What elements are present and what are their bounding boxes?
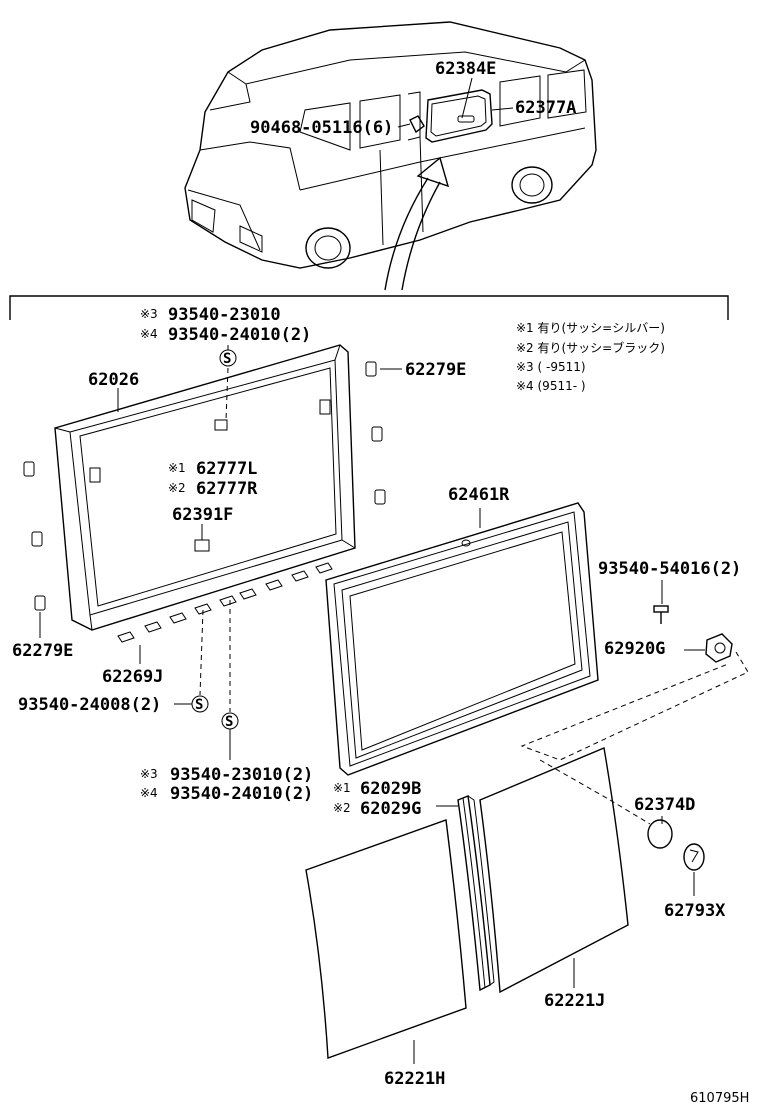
bracket-62920G — [705, 633, 733, 663]
mark-4-top: ※4 — [140, 327, 158, 341]
pads-62269J — [117, 562, 333, 643]
glass-62221J — [479, 747, 629, 994]
svg-text:S: S — [225, 714, 233, 730]
svg-text:S: S — [195, 697, 203, 713]
legend: ※1 有り(サッシ=シルバー) ※2 有り(サッシ=ブラック) ※3 ( -95… — [516, 321, 665, 393]
label-62221J: 62221J — [544, 991, 605, 1011]
catalog-number: 610795H — [690, 1091, 749, 1106]
screw-symbol-top — [219, 349, 237, 367]
mark-2-62777: ※2 — [168, 481, 186, 495]
mark-4-bottom: ※4 — [140, 786, 158, 800]
label-90468-05116: 90468-05116(6) — [250, 118, 393, 138]
window-latch — [457, 115, 475, 123]
mark-2-62029: ※2 — [333, 801, 351, 815]
glass-62221H — [305, 819, 467, 1059]
pad-62391F — [194, 539, 210, 552]
van-illustration — [184, 21, 597, 291]
legend-1: ※1 有り(サッシ=シルバー) — [516, 321, 665, 335]
label-93540-23010-bottom: 93540-23010(2) — [170, 765, 313, 785]
label-62029G: 62029G — [360, 799, 421, 819]
label-62777R: 62777R — [196, 479, 258, 499]
label-93540-54016: 93540-54016(2) — [598, 559, 741, 579]
label-62221H: 62221H — [384, 1069, 445, 1089]
mark-3-bottom: ※3 — [140, 767, 158, 781]
label-62391F: 62391F — [172, 505, 233, 525]
label-93540-24010-bottom: 93540-24010(2) — [170, 784, 313, 804]
pointer-arrow — [384, 177, 429, 291]
label-62279E-top: 62279E — [405, 360, 466, 380]
label-62269J: 62269J — [102, 667, 163, 687]
legend-4: ※4 (9511- ) — [516, 379, 586, 393]
label-62777L: 62777L — [196, 459, 257, 479]
label-62026: 62026 — [88, 370, 139, 390]
label-62793X: 62793X — [664, 901, 726, 921]
mark-1-62777: ※1 — [168, 461, 186, 475]
legend-2: ※2 有り(サッシ=ブラック) — [516, 340, 665, 355]
label-62920G: 62920G — [604, 639, 665, 659]
run-channel-62029 — [457, 795, 495, 992]
cap-62793X — [683, 843, 705, 871]
label-93540-24010-top: 93540-24010(2) — [168, 325, 311, 345]
label-62377A: 62377A — [515, 98, 576, 118]
mark-3-top: ※3 — [140, 307, 158, 321]
label-62029B: 62029B — [360, 779, 421, 799]
frame-62026 — [54, 344, 356, 631]
clips-62279E — [23, 361, 386, 611]
label-62461R: 62461R — [448, 485, 510, 505]
sash-62461R — [325, 502, 599, 776]
svg-text:S: S — [223, 351, 231, 367]
label-62279E-left: 62279E — [12, 641, 73, 661]
screw-93540-54016 — [653, 605, 669, 624]
label-93540-23010-top: 93540-23010 — [168, 305, 281, 325]
label-62374D: 62374D — [634, 795, 695, 815]
section-bracket — [9, 295, 729, 320]
mark-1-62029: ※1 — [333, 781, 351, 795]
knob-62374D — [647, 819, 673, 849]
legend-3: ※3 ( -9511) — [516, 360, 586, 374]
label-62384E: 62384E — [435, 59, 496, 79]
label-93540-24008: 93540-24008(2) — [18, 695, 161, 715]
clip-62777 — [214, 419, 228, 431]
